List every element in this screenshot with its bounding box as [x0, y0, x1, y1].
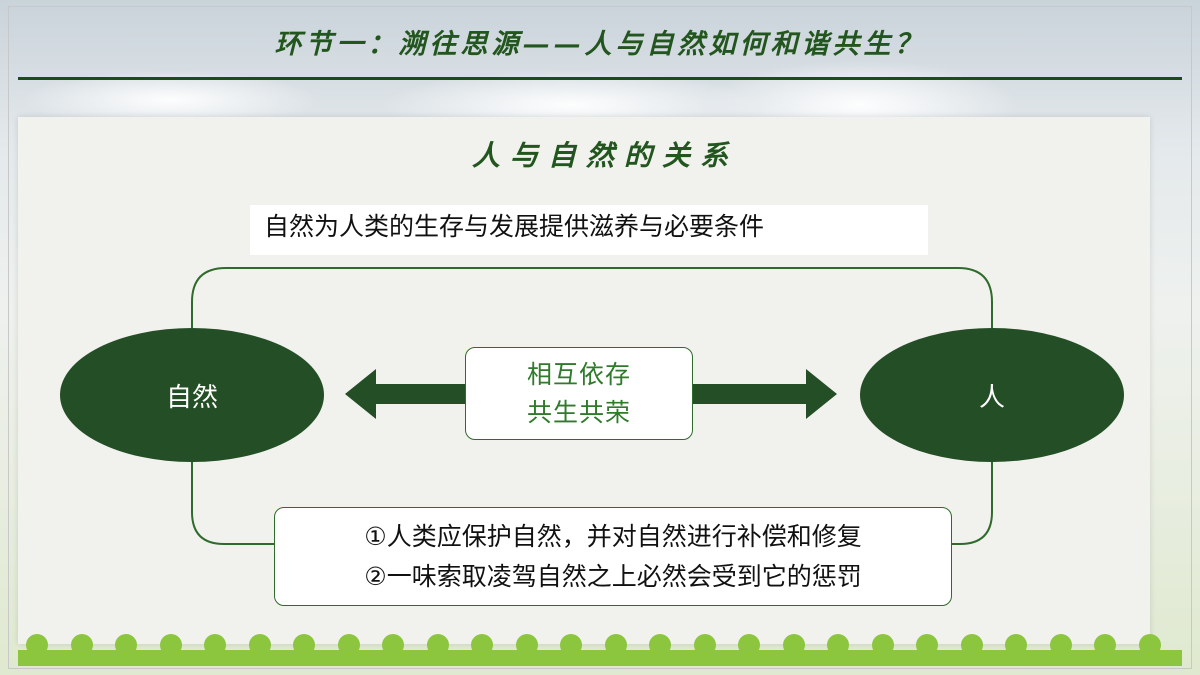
- grass-dot: [159, 634, 182, 656]
- nature-node: 自然: [60, 328, 324, 462]
- grass-dot: [560, 634, 582, 656]
- grass-dot: [515, 634, 538, 656]
- grass-dot: [70, 634, 93, 656]
- human-duty-line-1: ①人类应保护自然，并对自然进行补偿和修复: [364, 521, 862, 551]
- nature-node-label: 自然: [165, 382, 218, 413]
- nature-provides-statement: 自然为人类的生存与发展提供滋养与必要条件: [250, 205, 928, 255]
- human-duty-line-2: ②一味索取凌驾自然之上必然会受到它的惩罚: [364, 561, 862, 591]
- grass-dot: [26, 634, 48, 656]
- grass-dot: [382, 634, 404, 656]
- right-arrow-icon: [693, 369, 837, 419]
- grass-dot: [426, 634, 449, 656]
- loop-connector-bottom-right: [950, 462, 993, 545]
- left-arrow-icon: [345, 369, 465, 419]
- grass-dot: [738, 634, 760, 656]
- header-divider: [18, 77, 1182, 80]
- human-node-label: 人: [978, 382, 1005, 413]
- grass-dot: [204, 634, 226, 656]
- grass-dot: [248, 634, 271, 656]
- grass-dot: [649, 634, 671, 656]
- relationship-line-1: 相互依存: [526, 359, 631, 389]
- grass-dot: [916, 634, 938, 656]
- loop-connector-bottom: [191, 462, 276, 545]
- grass-dot: [693, 634, 716, 656]
- loop-connector-top: [191, 267, 993, 328]
- grass-dot: [871, 634, 894, 656]
- grass-dot: [960, 634, 983, 656]
- grass-dot: [337, 634, 360, 656]
- human-node: 人: [860, 328, 1124, 462]
- grass-dot: [115, 634, 137, 656]
- section-title: 人与自然的关系: [471, 139, 738, 172]
- relationship-box: 相互依存 共生共荣: [465, 347, 693, 440]
- grass-dot: [1138, 634, 1161, 656]
- grass-dot: [1049, 634, 1072, 656]
- grass-dot: [471, 634, 493, 656]
- slide-title: 环节一：溯往思源——人与自然如何和谐共生？: [274, 29, 926, 60]
- grass-dot: [1094, 634, 1116, 656]
- relationship-line-2: 共生共荣: [526, 397, 631, 427]
- grass-dot: [827, 634, 849, 656]
- grass-dot: [1005, 634, 1027, 656]
- grass-dot: [293, 634, 315, 656]
- grass-dot: [604, 634, 627, 656]
- human-duty-box: ①人类应保护自然，并对自然进行补偿和修复 ②一味索取凌驾自然之上必然会受到它的惩…: [274, 507, 952, 606]
- grass-dot: [782, 634, 805, 656]
